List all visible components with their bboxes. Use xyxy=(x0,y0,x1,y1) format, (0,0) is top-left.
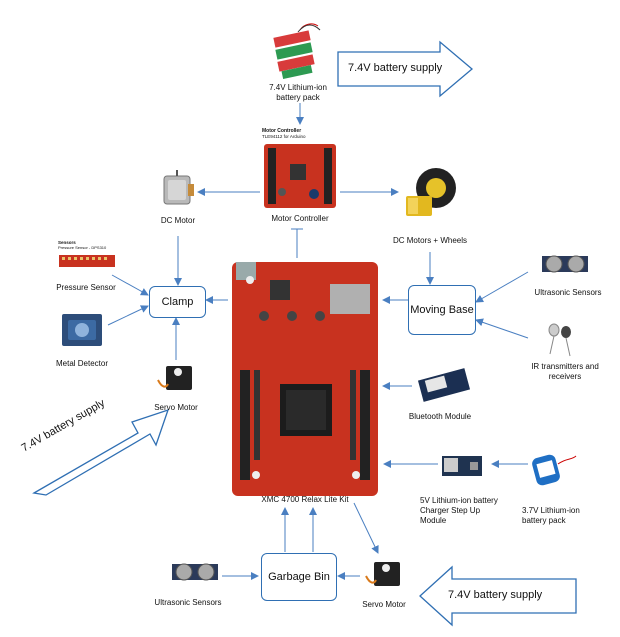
arrow-ultra-to-base xyxy=(475,271,529,303)
motor-controller-image: Motor Controller TLE94112 for Arduino xyxy=(262,128,338,210)
pressure-sensor-label: Pressure Sensor xyxy=(56,283,116,292)
dc-motor-label: DC Motor xyxy=(160,216,196,225)
ultrasonic-right-label: Ultrasonic Sensors xyxy=(534,288,602,297)
motor-controller-label: Motor Controller xyxy=(271,214,329,223)
motor-controller-board-subtitle: TLE94112 for Arduino xyxy=(262,134,306,139)
wheels-image xyxy=(406,168,456,216)
ir-label: IR transmitters and receivers xyxy=(531,362,599,381)
servo-left-label: Servo Motor xyxy=(154,403,198,412)
battery-pack-image xyxy=(273,23,321,80)
bluetooth-image xyxy=(417,368,471,402)
xmc-board-image xyxy=(232,262,378,496)
supply-label-bottom: 7.4V battery supply xyxy=(448,589,543,601)
charger-image xyxy=(442,456,482,476)
pressure-board-title: Sensors xyxy=(58,240,76,245)
servo-bottom-label: Servo Motor xyxy=(362,600,406,609)
battery-pack-label: 7.4V Lithium-ion battery pack xyxy=(269,83,327,102)
arrow-board-to-servo xyxy=(353,502,379,554)
servo-left-image xyxy=(157,366,192,390)
pressure-board-subtitle: Pressure Sensor - DPS310 xyxy=(58,245,107,250)
ir-image xyxy=(548,323,571,357)
xmc-label: XMC 4700 Relax Lite Kit xyxy=(261,495,349,504)
ultrasonic-right-image xyxy=(542,255,588,273)
dc-motor-image xyxy=(163,170,194,205)
metal-detector-image xyxy=(62,314,102,346)
clamp-box: Clamp xyxy=(149,286,206,318)
charger-label: 5V Lithium-ion battery Charger Step Up M… xyxy=(420,496,498,525)
arrow-ir-to-base xyxy=(475,318,529,339)
supply-arrow-left xyxy=(32,408,170,496)
wheels-label: DC Motors + Wheels xyxy=(392,236,468,245)
arrow-pressure-to-clamp xyxy=(111,274,149,296)
supply-arrow-top xyxy=(337,40,474,98)
arrow-metal-to-clamp xyxy=(107,305,149,326)
supply-label-top: 7.4V battery supply xyxy=(348,62,443,74)
moving-base-box: Moving Base xyxy=(408,285,476,335)
battery37-label: 3.7V Lithium-ion battery pack xyxy=(522,506,580,525)
pressure-sensor-image: Sensors Pressure Sensor - DPS310 xyxy=(58,240,116,272)
garbage-bin-box: Garbage Bin xyxy=(261,553,337,601)
motor-controller-board-title: Motor Controller xyxy=(262,128,302,134)
bluetooth-label: Bluetooth Module xyxy=(408,412,472,421)
servo-bottom-image xyxy=(365,562,400,586)
ultrasonic-bottom-image xyxy=(172,563,218,581)
supply-arrow-bottom xyxy=(419,565,577,627)
metal-detector-label: Metal Detector xyxy=(55,359,109,368)
ultrasonic-bottom-label: Ultrasonic Sensors xyxy=(154,598,222,607)
battery37-image xyxy=(532,454,577,486)
